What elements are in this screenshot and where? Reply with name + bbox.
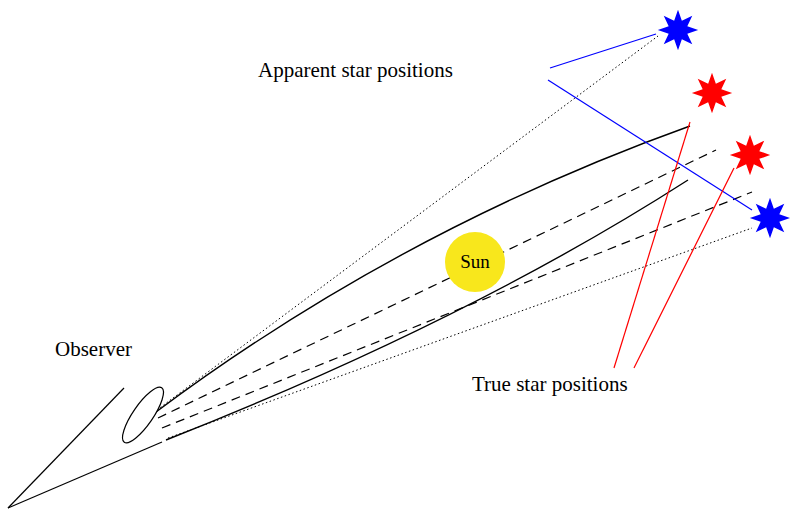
- straight-ray: [158, 150, 716, 418]
- apparent-ray: [168, 228, 752, 438]
- annotation-label: True star positions: [470, 372, 630, 396]
- bent-ray: [166, 180, 688, 440]
- observer-cone: [116, 382, 170, 448]
- sun-disc: Sun: [445, 232, 505, 292]
- annotation-label: Observer: [53, 337, 134, 361]
- observer-cone: [8, 388, 124, 508]
- annotation-label: Apparent star positions: [256, 58, 455, 82]
- apparent-star: [750, 198, 790, 238]
- leader-line: [634, 168, 734, 368]
- apparent-ray: [157, 36, 658, 410]
- true-star: [692, 73, 732, 113]
- observer-cone: [8, 442, 162, 508]
- true-star: [730, 135, 770, 175]
- bent-ray: [156, 126, 690, 412]
- leader-line: [550, 34, 656, 68]
- sun-label: Sun: [460, 251, 490, 273]
- apparent-star: [658, 10, 698, 50]
